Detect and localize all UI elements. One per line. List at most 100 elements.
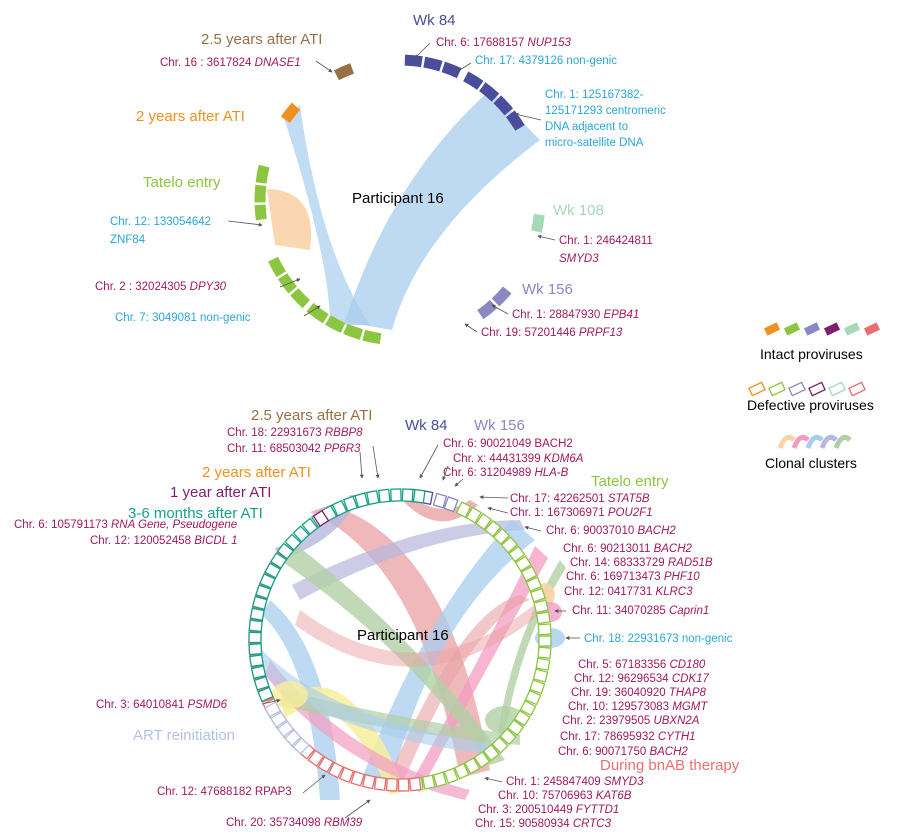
top-group-wk108: Wk 108 bbox=[553, 202, 604, 219]
box-bnab bbox=[317, 755, 335, 774]
box-3-6m bbox=[248, 619, 263, 633]
legend-intact-swatches bbox=[763, 322, 881, 336]
box-3-6m bbox=[354, 492, 369, 509]
segment-wk156 bbox=[477, 299, 498, 320]
ribbon-2y-to-tatelo bbox=[284, 105, 370, 325]
top-label-dnase1: Chr. 16 : 3617824 DNASE1 bbox=[160, 57, 301, 69]
box-bnab bbox=[397, 778, 410, 792]
box-1y bbox=[312, 509, 330, 528]
box-tatelo bbox=[492, 527, 511, 546]
bottom-label-bach2-c: Chr. 6: 90213011 BACH2 bbox=[563, 543, 693, 555]
legend-clonal-swatch bbox=[791, 434, 810, 449]
bottom-group-tatelo: Tatelo entry bbox=[591, 473, 669, 490]
top-label-smyd3-l1: Chr. 1: 246424811 bbox=[559, 235, 653, 247]
bottom-label-kat6b: Chr. 10: 75706963 KAT6B bbox=[498, 790, 632, 802]
box-tatelo bbox=[484, 519, 502, 538]
bottom-label-bicdl1: Chr. 12: 120052458 BICDL 1 bbox=[90, 535, 238, 547]
legend-intact-swatch bbox=[783, 322, 801, 336]
top-label-dpy30: Chr. 2 : 32024305 DPY30 bbox=[95, 281, 227, 293]
bottom-group-2-5y: 2.5 years after ATI bbox=[251, 407, 372, 424]
box-tatelo bbox=[535, 611, 551, 625]
box-art bbox=[264, 701, 282, 718]
top-label-chr1-l2: 125171293 centromeric bbox=[545, 105, 666, 117]
bottom-segments bbox=[248, 488, 552, 792]
bottom-label-mgmt: Chr. 10: 129573083 MGMT bbox=[568, 701, 708, 713]
box-tatelo bbox=[500, 536, 519, 554]
box-3-6m bbox=[248, 631, 262, 644]
segment-2-5y bbox=[333, 63, 355, 81]
top-connectors bbox=[227, 42, 556, 333]
box-tatelo bbox=[463, 757, 481, 775]
box-bnab bbox=[408, 777, 422, 792]
legend-defective-swatch bbox=[828, 381, 846, 397]
bottom-circos-panel: Participant 16 2.5 years after ATI Wk 84… bbox=[14, 407, 740, 830]
bottom-group-1y: 1 year after ATI bbox=[170, 484, 271, 501]
box-tatelo bbox=[453, 762, 470, 780]
segment-wk84 bbox=[441, 61, 462, 79]
bottom-connectors bbox=[261, 444, 580, 819]
legend-intact-swatch bbox=[763, 322, 781, 336]
legend-clonal-swatch bbox=[819, 434, 838, 449]
box-tatelo bbox=[499, 728, 517, 746]
bottom-center-label: Participant 16 bbox=[357, 627, 449, 644]
box-tatelo bbox=[465, 506, 483, 524]
legend-intact-swatch bbox=[843, 322, 861, 336]
box-tatelo bbox=[475, 512, 493, 531]
box-tatelo bbox=[482, 743, 500, 762]
bottom-label-crtc3: Chr. 15: 90580934 CRTC3 bbox=[475, 818, 612, 830]
box-bnab bbox=[385, 777, 398, 792]
box-3-6m bbox=[301, 517, 319, 536]
box-tatelo bbox=[533, 599, 549, 614]
box-tatelo bbox=[514, 555, 532, 572]
segment-wk84 bbox=[493, 95, 514, 116]
segment-wk108 bbox=[531, 213, 545, 233]
legend-clonal-label: Clonal clusters bbox=[765, 455, 857, 471]
box-3-6m bbox=[259, 573, 276, 589]
bottom-label-pp6r3: Chr. 11: 68503042 PP6R3 bbox=[227, 443, 361, 455]
box-bnab bbox=[338, 766, 355, 784]
box-art bbox=[292, 737, 310, 755]
legend-intact-label: Intact proviruses bbox=[760, 346, 863, 362]
top-label-chr7: Chr. 7: 3049081 non-genic bbox=[115, 312, 251, 324]
top-label-chr1-l3: DNA adjacent to bbox=[545, 121, 628, 133]
box-tatelo bbox=[525, 576, 543, 593]
top-group-2y: 2 years after ATI bbox=[136, 108, 245, 125]
legend-defective-swatch bbox=[808, 381, 826, 397]
box-tatelo bbox=[513, 709, 531, 727]
box-bnab bbox=[307, 749, 325, 767]
box-3-6m bbox=[401, 488, 414, 503]
box-3-6m bbox=[249, 654, 264, 668]
box-tatelo bbox=[421, 774, 436, 790]
box-3-6m bbox=[284, 533, 302, 551]
segment-wk84 bbox=[463, 71, 484, 90]
legend-defective-swatch bbox=[848, 381, 866, 397]
segment-tatelo bbox=[306, 302, 329, 324]
box-bnab bbox=[350, 770, 365, 787]
bottom-label-psmd6: Chr. 3: 64010841 PSMD6 bbox=[96, 699, 228, 711]
bottom-label-kdm6a: Chr. x: 44431399 KDM6A bbox=[453, 453, 584, 465]
box-3-6m bbox=[378, 488, 391, 504]
box-3-6m bbox=[248, 643, 263, 656]
top-label-znf84-l2: ZNF84 bbox=[110, 234, 146, 246]
segment-wk84 bbox=[505, 110, 525, 131]
segment-wk156 bbox=[491, 286, 512, 307]
legend-intact-swatch bbox=[803, 322, 821, 336]
box-bnab bbox=[327, 761, 344, 779]
box-tatelo bbox=[491, 736, 509, 754]
segment-tatelo bbox=[254, 184, 267, 203]
box-3-6m bbox=[250, 665, 267, 680]
segment-tatelo bbox=[255, 164, 270, 184]
legend-clonal-swatch bbox=[805, 434, 824, 449]
segment-tatelo bbox=[277, 273, 298, 294]
box-tatelo bbox=[537, 646, 552, 659]
box-tatelo bbox=[473, 750, 491, 769]
legend-clonal-swatch bbox=[833, 434, 852, 449]
segment-wk84 bbox=[404, 54, 423, 68]
bottom-group-art: ART reinitiation bbox=[133, 727, 235, 744]
segment-tatelo bbox=[290, 288, 311, 309]
bottom-label-smyd3: Chr. 1: 245847409 SMYD3 bbox=[506, 776, 644, 788]
box-tatelo bbox=[520, 565, 538, 582]
bottom-label-chr18: Chr. 18: 22931673 non-genic bbox=[584, 633, 733, 645]
top-circos-panel: Participant 16 2.5 years after ATI 2 yea… bbox=[95, 12, 666, 345]
